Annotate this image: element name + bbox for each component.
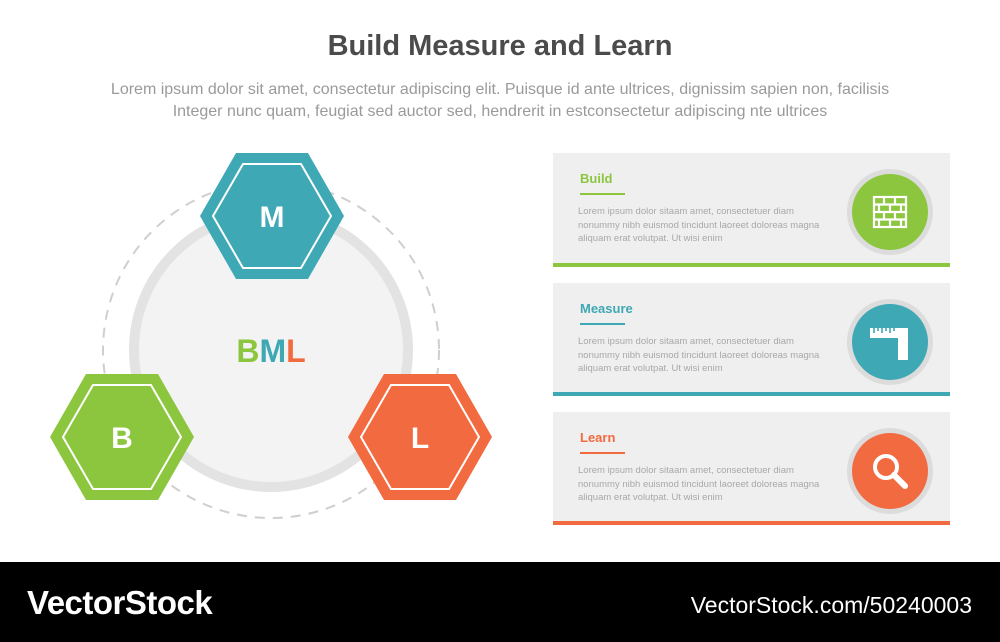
center-letter-m: M	[259, 333, 286, 369]
dashed-outer-ring	[102, 181, 440, 519]
subtitle-line-2: Integer nunc quam, feugiat sed auctor se…	[172, 103, 828, 120]
card-learn: Learn Lorem ipsum dolor sitaam amet, con…	[553, 412, 950, 525]
brick-wall-icon	[872, 195, 908, 229]
card-build-title: Build	[580, 171, 613, 186]
hexagon-l-label: L	[411, 422, 429, 455]
hexagon-measure: M	[200, 153, 344, 279]
card-build-icon-ring	[847, 169, 933, 255]
card-build-accent-bar	[553, 263, 950, 267]
card-learn-title: Learn	[580, 430, 616, 445]
card-measure-underline	[580, 323, 625, 325]
center-letter-l: L	[286, 333, 306, 369]
card-measure-icon-ring	[847, 299, 933, 385]
card-learn-underline	[580, 452, 625, 454]
card-measure-title: Measure	[580, 301, 633, 316]
card-measure-body: Lorem ipsum dolor sitaam amet, consectet…	[578, 336, 820, 374]
subtitle-line-1: Lorem ipsum dolor sit amet, consectetur …	[110, 81, 890, 98]
bml-cycle-diagram: BML M B L	[50, 153, 492, 519]
card-learn-accent-bar	[553, 521, 950, 525]
magnifier-icon	[873, 454, 908, 489]
page-subtitle: Lorem ipsum dolor sit amet, consectetur …	[0, 79, 1000, 123]
page-title: Build Measure and Learn	[327, 30, 673, 62]
hexagon-m-label: M	[260, 201, 285, 234]
card-measure-accent-bar	[553, 392, 950, 396]
center-letter-b: B	[236, 333, 259, 369]
card-build-body: Lorem ipsum dolor sitaam amet, consectet…	[578, 206, 820, 244]
brand-logo: VectorStock	[27, 584, 213, 621]
hexagon-build: B	[50, 374, 194, 500]
card-measure: Measure Lorem ipsum dolor sitaam amet, c…	[553, 283, 950, 396]
ruler-square-icon	[870, 328, 908, 360]
image-id: VectorStock.com/50240003	[690, 592, 972, 618]
card-learn-body: Lorem ipsum dolor sitaam amet, consectet…	[578, 465, 820, 503]
card-build: Build Lorem ipsum dolor sitaam amet, con…	[553, 153, 950, 267]
footer-bar: VectorStock VectorStock.com/50240003	[0, 562, 1000, 642]
hexagon-b-label: B	[111, 422, 133, 455]
card-build-underline	[580, 193, 625, 195]
center-label: BML	[236, 333, 305, 369]
card-learn-icon-ring	[847, 428, 933, 514]
hexagon-learn: L	[348, 374, 492, 500]
